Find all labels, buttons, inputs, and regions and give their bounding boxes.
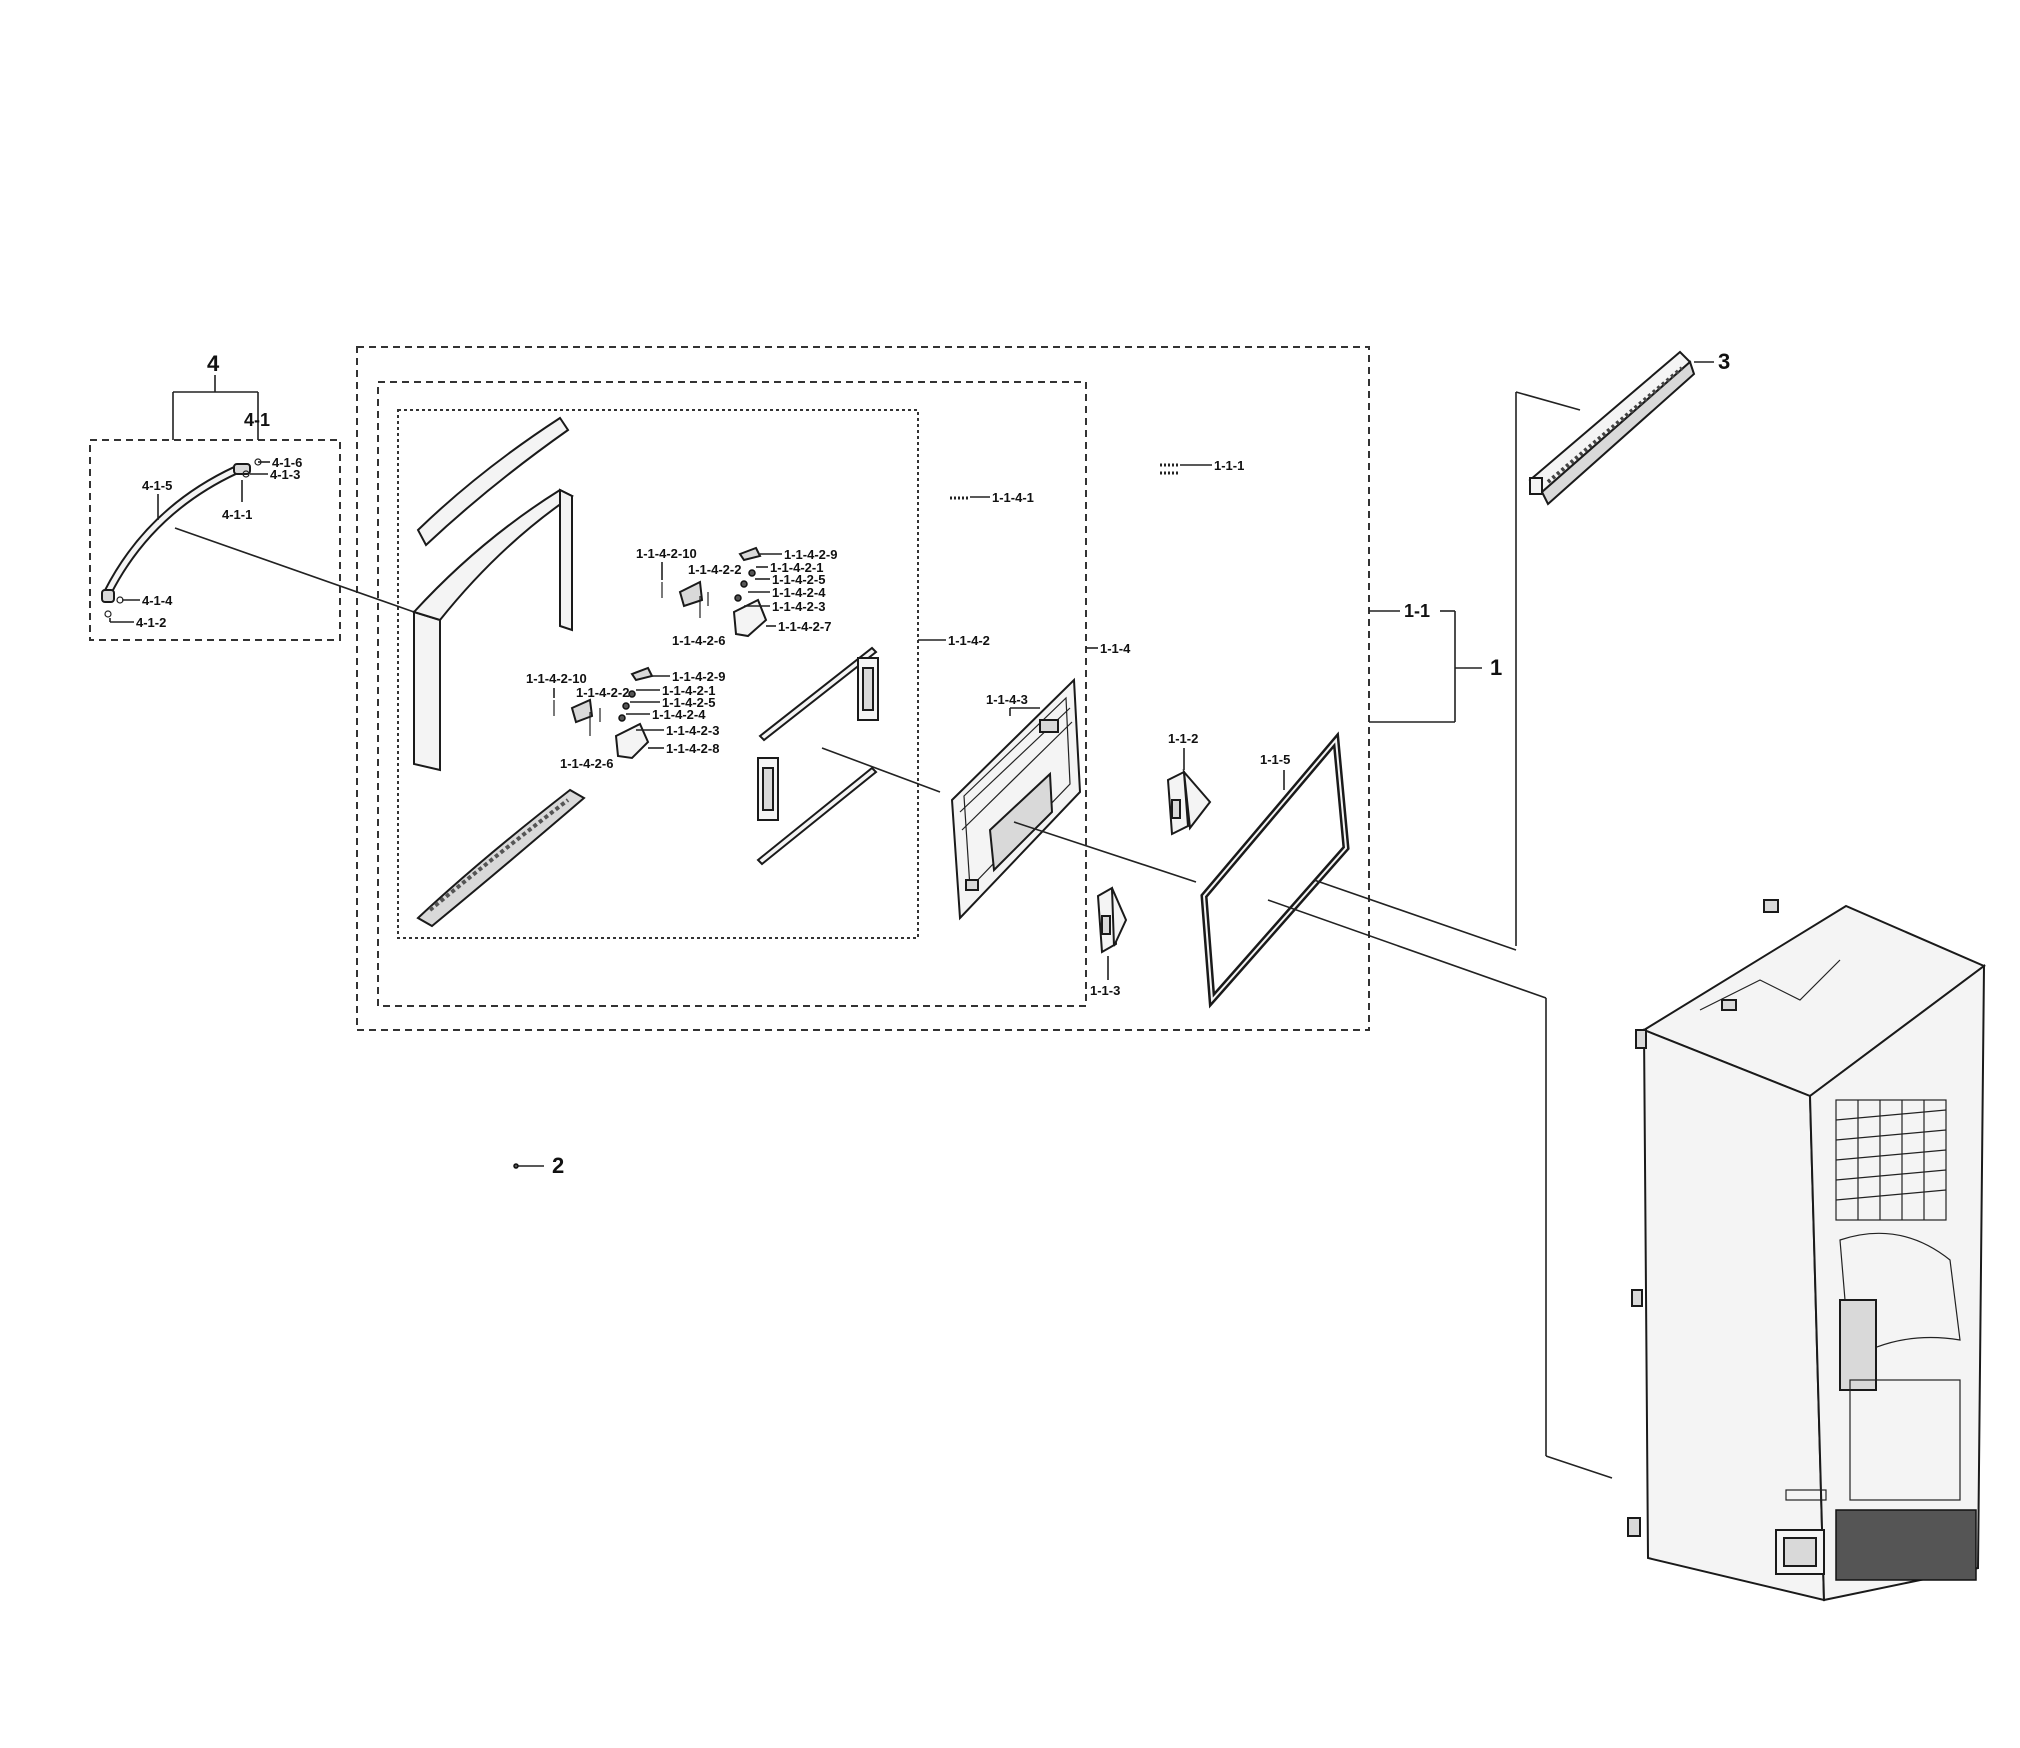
callout-4-1-2: 4-1-2 xyxy=(136,615,166,630)
door-top-cap-part xyxy=(416,416,570,547)
leader-gasket-to-cabinet xyxy=(1313,879,1517,951)
callout-1-1-4-2-6-upper: 1-1-4-2-6 xyxy=(672,633,725,648)
group-box-1-1-4-2 xyxy=(397,409,919,939)
callout-4-1-5: 4-1-5 xyxy=(142,478,172,493)
callout-4-1-4: 4-1-4 xyxy=(142,593,173,608)
door-bottom-cap-part xyxy=(416,788,586,928)
callout-1-1: 1-1 xyxy=(1404,601,1430,621)
callout-4-1-1: 4-1-1 xyxy=(222,507,252,522)
callout-1-1-4-2-4-upper: 1-1-4-2-4 xyxy=(772,585,826,600)
leader-cover-to-cabinet xyxy=(1515,391,1581,946)
leader-rails-to-liner xyxy=(821,747,941,793)
callout-1-1-1: 1-1-1 xyxy=(1214,458,1244,473)
door-frame-part xyxy=(412,488,574,772)
callout-1-1-4-2-5-upper: 1-1-4-2-5 xyxy=(772,572,825,587)
callout-1-1-5: 1-1-5 xyxy=(1260,752,1290,767)
door-gasket-part xyxy=(1200,731,1350,1009)
callout-4-1: 4-1 xyxy=(244,410,270,430)
bracket-4 xyxy=(172,375,259,440)
callout-1-1-2: 1-1-2 xyxy=(1168,731,1198,746)
callout-1-1-4-2-8: 1-1-4-2-8 xyxy=(666,741,719,756)
callout-1-1-4-2-1-upper: 1-1-4-2-1 xyxy=(770,560,823,575)
callout-1-1-4-2-9-lower: 1-1-4-2-9 xyxy=(672,669,725,684)
group-box-4-1 xyxy=(89,439,341,641)
door-handle-part xyxy=(101,458,262,618)
group-box-1-1-4 xyxy=(377,381,1087,1007)
callout-1-1-4-2-5-lower: 1-1-4-2-5 xyxy=(662,695,715,710)
screws-1-1-1 xyxy=(1160,463,1180,475)
hinge-set-upper xyxy=(661,546,768,638)
callout-1-1-4-2-10-upper: 1-1-4-2-10 xyxy=(636,546,697,561)
bracket-1-1-and-1 xyxy=(1369,610,1482,723)
callout-4-1-3: 4-1-3 xyxy=(270,467,300,482)
callout-1: 1 xyxy=(1490,655,1502,680)
callout-1-1-4-2-2-lower: 1-1-4-2-2 xyxy=(576,685,629,700)
leader-door-to-cabinet xyxy=(1267,899,1547,999)
callout-1-1-3: 1-1-3 xyxy=(1090,983,1120,998)
hinge-set-lower xyxy=(553,666,654,760)
refrigerator-cabinet xyxy=(1627,899,1986,1602)
callout-1-1-4-2: 1-1-4-2 xyxy=(948,633,990,648)
leader-liner-to-gasket xyxy=(1013,821,1197,883)
callout-1-1-4-2-7: 1-1-4-2-7 xyxy=(778,619,831,634)
group-box-1-1 xyxy=(356,346,1370,1031)
callout-1-1-4-2-6-lower: 1-1-4-2-6 xyxy=(560,756,613,771)
leader-handle-to-door xyxy=(174,527,415,613)
callout-1-1-4-2-3-upper: 1-1-4-2-3 xyxy=(772,599,825,614)
door-stopper-1-1-2 xyxy=(1166,768,1212,836)
callout-4-1-6: 4-1-6 xyxy=(272,455,302,470)
callout-1-1-4-3: 1-1-4-3 xyxy=(986,692,1028,707)
callout-1-1-4-1: 1-1-4-1 xyxy=(992,490,1034,505)
callout-4: 4 xyxy=(207,351,220,376)
callout-1-1-4-2-9-upper: 1-1-4-2-9 xyxy=(784,547,837,562)
callout-3: 3 xyxy=(1718,349,1730,374)
callout-1-1-4-2-1-lower: 1-1-4-2-1 xyxy=(662,683,715,698)
door-liner-part xyxy=(950,677,1082,921)
callout-1-1-4-2-3-lower: 1-1-4-2-3 xyxy=(666,723,719,738)
callout-1-1-4-2-10-lower: 1-1-4-2-10 xyxy=(526,671,587,686)
door-stopper-1-1-3 xyxy=(1096,886,1128,954)
callout-1-1-4-2-2-upper: 1-1-4-2-2 xyxy=(688,562,741,577)
callout-1-1-4: 1-1-4 xyxy=(1100,641,1131,656)
door-rails-and-plates xyxy=(756,646,879,866)
callout-1-1-4-2-4-lower: 1-1-4-2-4 xyxy=(652,707,706,722)
callout-2: 2 xyxy=(552,1153,564,1178)
top-cover-part-3 xyxy=(1528,350,1696,506)
